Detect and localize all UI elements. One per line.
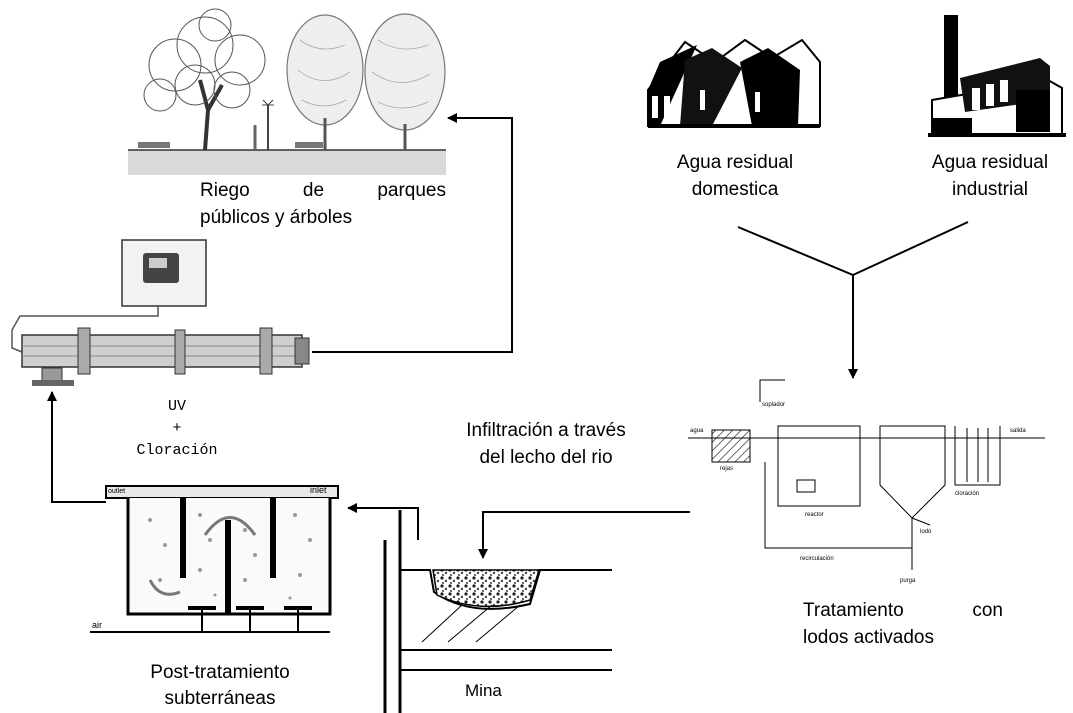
riego-label-line2: públicos y árboles — [200, 207, 353, 228]
agua-domestica-line2: domestica — [691, 179, 779, 200]
riego-word-3: parques — [377, 180, 446, 201]
tank-outlet-label: outlet — [108, 488, 125, 495]
tank-air-label: air — [92, 620, 102, 630]
svg-text:reactor: reactor — [805, 512, 824, 518]
park-illustration — [128, 8, 446, 175]
infiltracion-line2: del lecho del rio — [479, 447, 613, 468]
infiltracion-line1: Infiltración a través — [466, 420, 626, 441]
flow-arrows — [47, 113, 690, 559]
cloracion-label: Cloración — [136, 442, 218, 459]
tank-inlet-label: inlet — [310, 485, 327, 495]
agua-industrial-line1: Agua residual — [931, 152, 1049, 173]
tratamiento-word-1: Tratamiento — [803, 600, 904, 621]
mina-label: Mina — [465, 681, 502, 700]
post-tratamiento-line2: subterráneas — [164, 688, 276, 709]
activated-sludge-schematic — [688, 379, 1045, 570]
tratamiento-label-line2: lodos activados — [803, 627, 934, 648]
river-infiltration-section — [383, 510, 612, 713]
svg-text:recirculación: recirculación — [800, 556, 834, 562]
uv-plus-label: + — [172, 420, 182, 437]
svg-text:rejas: rejas — [720, 466, 733, 472]
post-treatment-tank — [90, 485, 339, 633]
agua-domestica-line1: Agua residual — [676, 152, 794, 173]
svg-text:lodo: lodo — [920, 529, 932, 535]
riego-word-2: de — [302, 180, 325, 201]
industrial-building-icon — [928, 15, 1066, 137]
tree-icon — [143, 8, 266, 151]
tratamiento-label-line1: Tratamiento con — [803, 598, 1003, 624]
svg-text:agua: agua — [690, 428, 704, 434]
tratamiento-word-2: con — [972, 600, 1003, 621]
tree-icon — [286, 13, 446, 131]
riego-word-1: Riego — [200, 180, 250, 201]
svg-text:salida: salida — [1010, 428, 1026, 434]
domestic-building-icon — [647, 38, 821, 128]
riego-label-line1: Riego de parques — [200, 178, 446, 204]
schematic-tiny-labels: agua soplador rejas reactor lodo recircu… — [690, 402, 1026, 584]
merge-lines — [737, 221, 969, 379]
post-tratamiento-line1: Post-tratamiento — [150, 662, 290, 683]
agua-industrial-line2: industrial — [951, 179, 1029, 200]
svg-text:soplador: soplador — [762, 402, 785, 408]
uv-reactor-icon — [11, 239, 310, 386]
svg-text:cloración: cloración — [955, 491, 979, 497]
uv-label: UV — [167, 398, 186, 415]
svg-text:purga: purga — [900, 578, 916, 584]
